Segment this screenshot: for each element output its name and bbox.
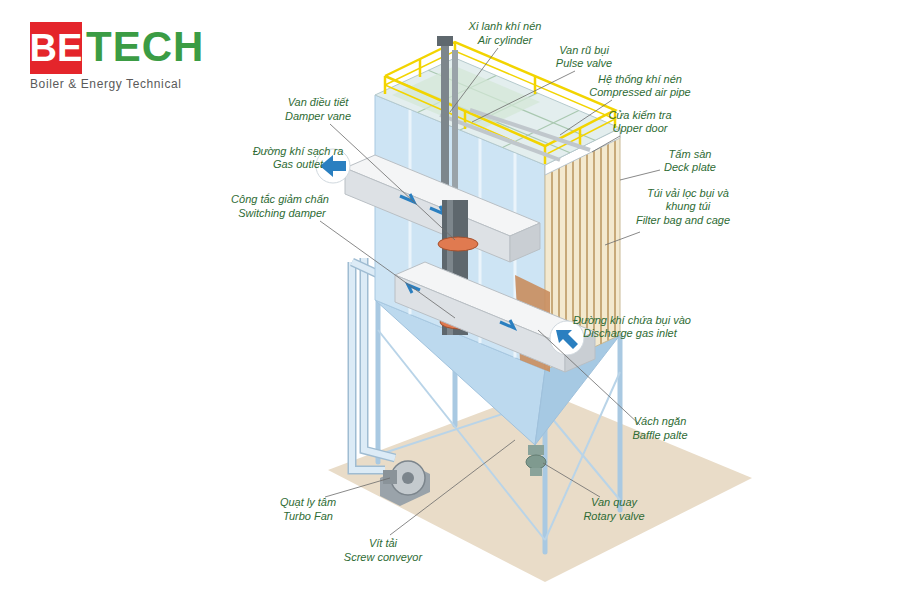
part-label: Cửa kiểm tra: [565, 109, 715, 122]
part-label: Rotary valve: [539, 510, 689, 523]
part-label: Vách ngăn: [585, 415, 735, 428]
turbo-fan: [380, 461, 430, 506]
part-label: Filter bag and cage: [608, 214, 758, 227]
part-label: Pulse valve: [509, 57, 659, 70]
part-label: Vít tải: [308, 537, 458, 550]
leader-lines: [320, 48, 660, 535]
part-label: Van điều tiết: [243, 96, 393, 109]
part-label: Discharge gas inlet: [545, 327, 715, 340]
part-label: Van quay: [539, 496, 689, 509]
part-label: Công tắc giảm chấn: [205, 193, 355, 206]
rotary-valve: [526, 445, 546, 476]
compressed-air-pipe: [440, 110, 590, 160]
logo-letters: BE: [30, 29, 83, 67]
housing-top: [375, 58, 620, 165]
part-label: Turbo Fan: [233, 510, 383, 523]
logo-tagline: Boiler & Energy Technical: [30, 77, 200, 91]
part-label: Hệ thống khí nén: [565, 73, 715, 86]
part-label: Tấm sàn: [615, 148, 765, 161]
part-label: Baffle palte: [585, 429, 735, 442]
part-label: Đường khí sạch ra: [223, 145, 373, 158]
part-label: Xi lanh khí nén: [430, 20, 580, 33]
part-label: Screw conveyor: [308, 551, 458, 564]
air-cylinder: [437, 36, 458, 200]
part-label: Túi vải lọc bụi và khung túi: [642, 187, 734, 213]
logo-box: BE: [30, 22, 82, 74]
inlet-arrow: [550, 321, 584, 355]
part-label: Air cylinder: [430, 34, 580, 47]
logo-word: TECH: [86, 26, 226, 68]
part-label: Quạt ly tâm: [233, 496, 383, 509]
part-label: Van rũ bụi: [509, 44, 659, 57]
part-label: Deck plate: [615, 161, 765, 174]
part-label: Damper vane: [243, 110, 393, 123]
part-label: Compressed air pipe: [565, 86, 715, 99]
part-label: Switching damper: [207, 207, 357, 220]
part-label: Gas outlet: [223, 158, 373, 171]
part-label: Upper door: [565, 122, 715, 135]
part-label: Đường khí chứa bụi vào: [547, 314, 717, 327]
